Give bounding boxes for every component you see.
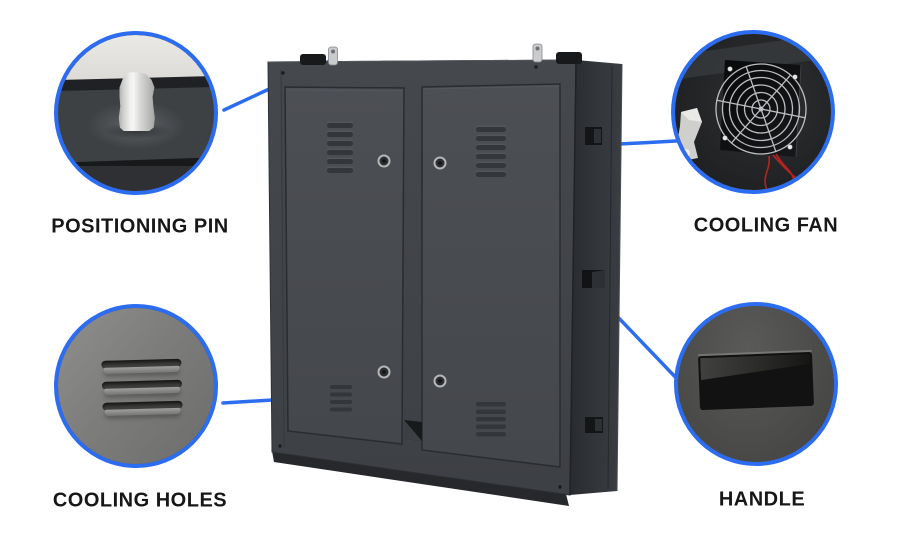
callout-label-handle: HANDLE [718, 488, 806, 511]
side-seam [569, 59, 577, 496]
handle-photo [678, 306, 834, 462]
fan-closeup-art [675, 34, 831, 190]
callout-label-cooling-holes: COOLING HOLES [52, 489, 228, 512]
callout-circle-handle [674, 302, 838, 466]
positioning-pin-part [328, 46, 338, 66]
pin-shadow [102, 123, 172, 139]
louver-group [58, 308, 214, 464]
side-outer-bevel [616, 63, 623, 492]
left-door-upper-vents [327, 121, 353, 173]
right-door-upper-vents [476, 125, 506, 177]
left-door-lower-vents [330, 385, 352, 412]
lock [433, 156, 447, 170]
lifting-lug [556, 52, 582, 64]
positioning-pin-closeup [118, 72, 155, 131]
cooling-fan-photo [675, 34, 831, 190]
callout-circle-cooling-fan [671, 30, 835, 194]
positioning-pin-part [532, 43, 543, 63]
panel-screws [278, 65, 562, 489]
louver-slot [101, 358, 182, 369]
cabinet-front-face [58, 166, 214, 191]
cabinet-body [267, 43, 623, 506]
guard-screws [722, 66, 798, 150]
handle-recess-closeup [698, 351, 814, 411]
side-handle-recesses [582, 127, 605, 433]
positioning-pin-photo [58, 35, 214, 191]
bottom-grab-cutout-face [404, 420, 422, 441]
lock [433, 374, 447, 388]
left-door-panel [284, 86, 405, 445]
callout-circle-cooling-holes [54, 304, 218, 468]
top-lifting-hardware [300, 43, 582, 66]
left-frame-seam [280, 69, 285, 449]
right-door-highlight [422, 85, 560, 90]
callout-label-positioning-pin: POSITIONING PIN [51, 215, 229, 238]
lifting-lug [300, 54, 326, 65]
right-door-lower-vents [476, 402, 506, 437]
left-door-highlight [285, 89, 404, 92]
callout-circle-positioning-pin [54, 31, 218, 195]
fan-guard [715, 63, 807, 155]
cooling-holes-photo [58, 308, 214, 464]
louver-slot [101, 379, 183, 390]
side-inner-seam [607, 65, 613, 490]
cabinet-bottom-edge [272, 451, 569, 506]
door-locks [377, 154, 447, 388]
lock [377, 154, 391, 168]
right-door-panel [421, 83, 561, 468]
lock [377, 365, 391, 379]
louver-slot [102, 400, 183, 411]
callout-label-cooling-fan: COOLING FAN [693, 214, 839, 237]
